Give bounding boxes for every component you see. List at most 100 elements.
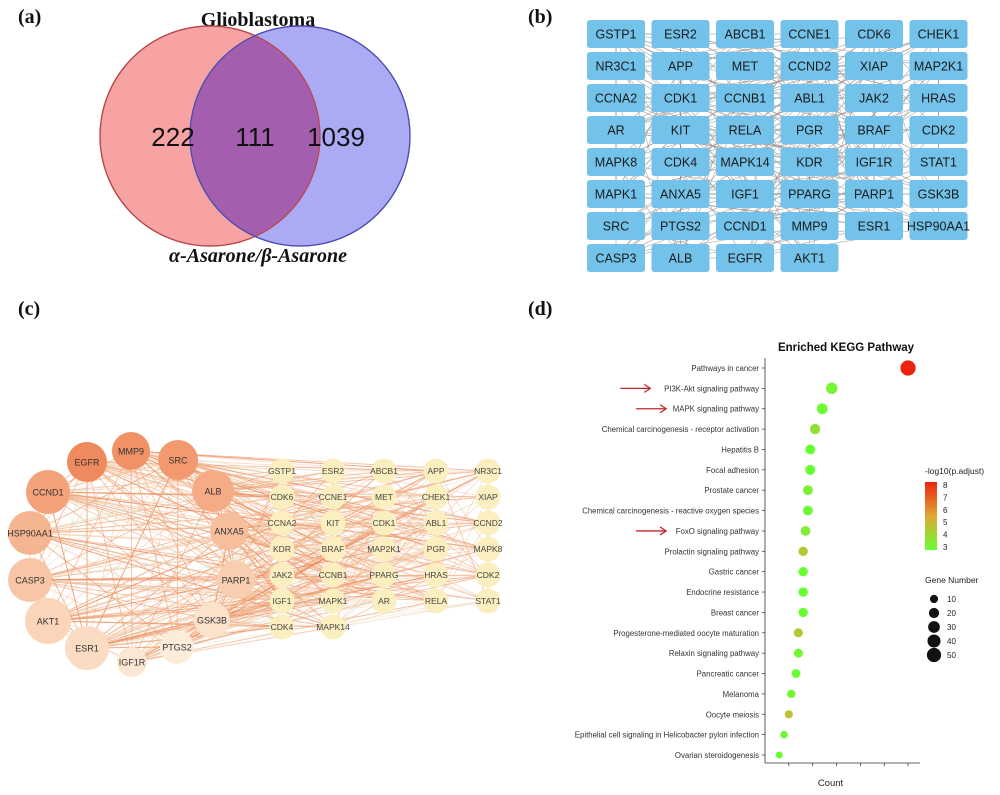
network-target-circle <box>320 588 346 614</box>
network-edge <box>29 496 283 534</box>
ppi-node: IGF1 <box>716 180 774 208</box>
network-target-circle <box>475 588 501 614</box>
ppi-node: KDR <box>780 148 839 176</box>
ppi-node-box <box>909 52 968 80</box>
network-target-circle <box>269 536 295 562</box>
ppi-node-label: IGF1 <box>731 188 759 202</box>
network-hub-label: ESR1 <box>75 644 99 654</box>
network-edge <box>47 470 489 493</box>
ppi-node-label: SRC <box>603 220 629 234</box>
ppi-node-label: KIT <box>671 124 691 138</box>
network-target-label: KDR <box>273 544 291 554</box>
network-hub-label: HSP90AA1 <box>7 529 53 539</box>
ppi-node-label: JAK2 <box>859 92 889 106</box>
network-target-node: CCND2 <box>473 510 503 536</box>
ppi-node: PARP1 <box>845 180 903 208</box>
network-target-label: MET <box>375 492 393 502</box>
pathway-label: Epithelial cell signaling in Helicobacte… <box>575 731 759 740</box>
network-target-circle <box>371 510 397 536</box>
ppi-node-box <box>780 116 839 144</box>
colorbar-tick: 7 <box>943 493 948 502</box>
network-hub-node: IGF1R <box>117 647 147 677</box>
pathway-label: Pathways in cancer <box>691 364 759 373</box>
ppi-node: SRC <box>587 212 645 240</box>
network-target-node: CCNA2 <box>268 510 297 536</box>
kegg-point <box>798 587 808 597</box>
network-target-label: MAP2K1 <box>367 544 401 554</box>
ppi-node-box <box>716 52 774 80</box>
network-target-label: ABL1 <box>426 518 447 528</box>
network-hub-circle <box>8 558 52 602</box>
network-target-circle <box>269 588 295 614</box>
kegg-point <box>775 751 783 759</box>
kegg-point <box>900 360 916 376</box>
highlight-arrow <box>636 526 668 536</box>
network-target-circle <box>320 614 346 640</box>
ppi-node-box <box>651 20 710 48</box>
ppi-edge <box>744 33 875 131</box>
network-hub-circle <box>112 432 150 470</box>
kegg-point <box>798 546 808 557</box>
network-hub-label: EGFR <box>74 458 100 468</box>
ppi-node-label: IGF1R <box>856 156 893 170</box>
ppi-node-label: MET <box>732 60 759 74</box>
chart-title: Enriched KEGG Pathway <box>778 342 915 354</box>
ppi-edge <box>744 161 939 195</box>
network-target-node: ABL1 <box>423 510 449 536</box>
network-hub-label: CCND1 <box>32 488 63 498</box>
kegg-point <box>803 485 813 496</box>
ppi-node-label: CASP3 <box>596 252 637 266</box>
network-target-label: MAPK1 <box>319 596 348 606</box>
ppi-edge <box>680 193 875 227</box>
size-legend-label: 30 <box>947 623 956 632</box>
network-edge <box>131 490 214 663</box>
kegg-point <box>787 689 796 699</box>
network-target-circle <box>320 510 346 536</box>
network-hub-node: EGFR <box>67 442 107 482</box>
network-hub-circle <box>26 470 70 514</box>
ppi-node: NR3C1 <box>587 52 645 80</box>
network-edge <box>212 490 334 576</box>
network-edge <box>47 490 214 622</box>
ppi-node-box <box>651 52 710 80</box>
ppi-node-label: MMP9 <box>791 220 827 234</box>
kegg-point <box>805 464 816 475</box>
ppi-node-label: APP <box>668 60 693 74</box>
ppi-node: CHEK1 <box>909 20 968 48</box>
ppi-node-box <box>780 244 839 272</box>
network-edge <box>47 491 237 581</box>
ppi-node: PPARG <box>780 180 839 208</box>
ppi-node: GSTP1 <box>587 20 645 48</box>
network-hub-node: ANXA5 <box>210 512 248 550</box>
ppi-node: APP <box>651 52 710 80</box>
venn-diagram: Glioblastoma 222 111 1039 α-Asarone/β-As… <box>99 9 411 267</box>
ppi-node: AR <box>587 116 645 144</box>
ppi-node-label: HSP90AA1 <box>907 220 970 234</box>
highlight-arrow <box>620 383 652 393</box>
network-target-node: AR <box>371 588 397 614</box>
network-edge <box>332 548 489 602</box>
network-target-circle <box>423 510 449 536</box>
ppi-node-label: CDK4 <box>664 156 697 170</box>
size-legend-label: 10 <box>947 595 956 604</box>
network-hub-node: CCND1 <box>26 470 70 514</box>
kegg-point <box>793 648 803 658</box>
ppi-node: EGFR <box>716 244 774 272</box>
network-edge <box>130 450 283 472</box>
network-target-circle <box>320 536 346 562</box>
network-target-node: ABCB1 <box>370 458 398 484</box>
ppi-node-box <box>845 20 903 48</box>
panel-d-label: (d) <box>528 298 553 320</box>
ppi-edge <box>615 97 810 227</box>
size-legend-dot <box>928 607 940 619</box>
ppi-node: HRAS <box>909 84 968 112</box>
ppi-node-box <box>587 116 645 144</box>
network-target-label: CDK4 <box>271 622 294 632</box>
ppi-node-box <box>651 116 710 144</box>
ppi-node-box <box>780 180 839 208</box>
pathway-label: Ovarian steroidogenesis <box>675 751 759 760</box>
network-hub-node: AKT1 <box>25 598 71 644</box>
ppi-node-label: ABCB1 <box>725 28 766 42</box>
